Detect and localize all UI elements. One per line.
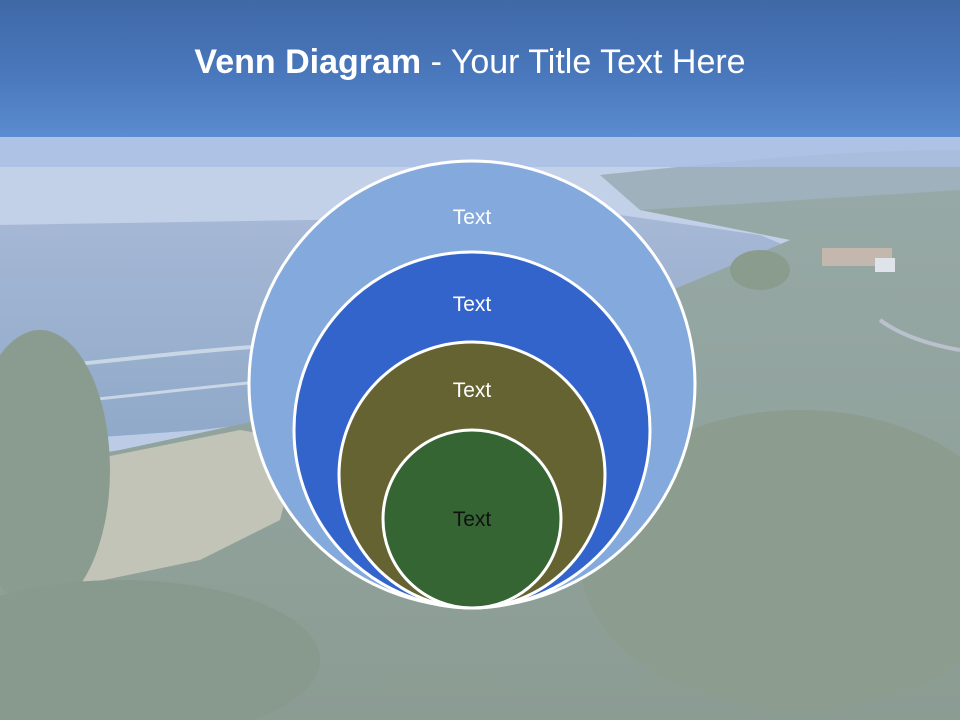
inner-circle[interactable] bbox=[381, 428, 563, 610]
slide-title-rest: - Your Title Text Here bbox=[421, 43, 746, 81]
second-circle-label: Text bbox=[453, 293, 492, 316]
third-circle-label: Text bbox=[453, 379, 492, 402]
slide-title-bold: Venn Diagram bbox=[194, 43, 422, 81]
outer-circle-label: Text bbox=[453, 206, 492, 229]
slide-title: Venn Diagram - Your Title Text Here bbox=[0, 40, 940, 84]
inner-circle-label: Text bbox=[453, 508, 492, 531]
title-bar bbox=[0, 0, 960, 137]
